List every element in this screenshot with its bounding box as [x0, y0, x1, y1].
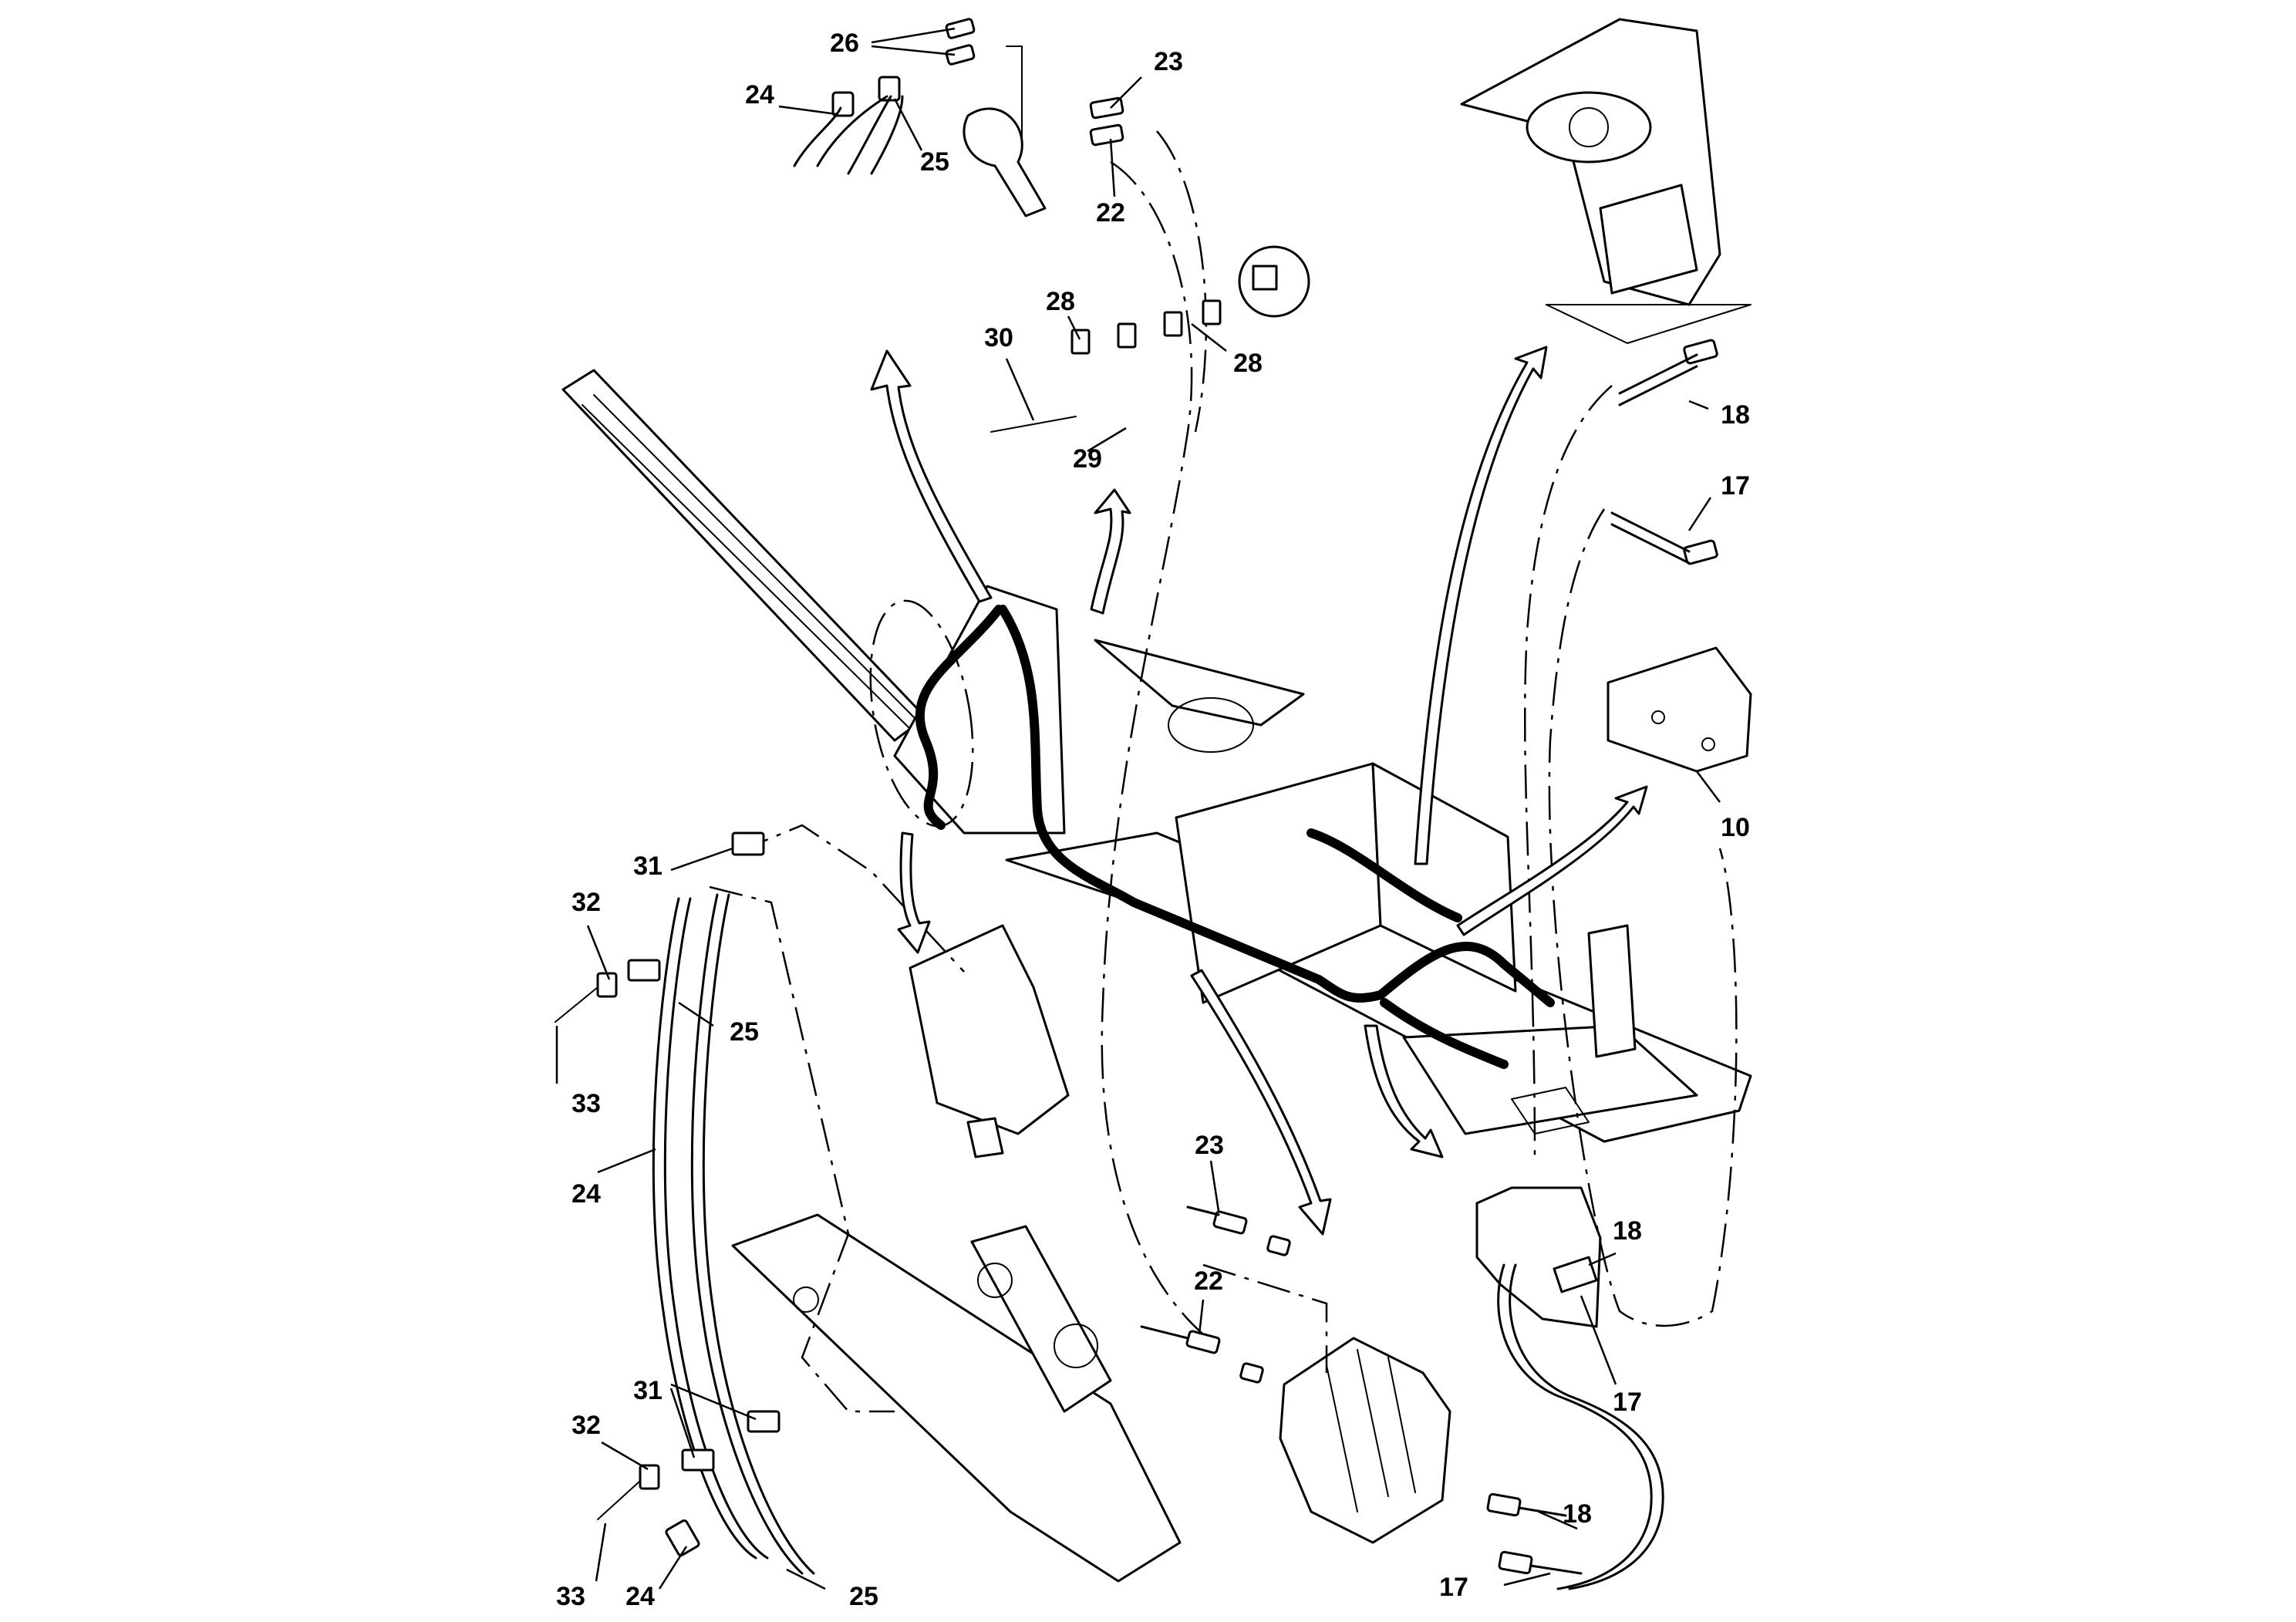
callout-31: 31: [633, 851, 663, 881]
hose-pairs: [652, 893, 1664, 1590]
flow-arrows: [870, 346, 1648, 1236]
callout-28: 28: [1233, 349, 1263, 378]
callout-33: 33: [556, 1582, 585, 1611]
callout-17: 17: [1721, 471, 1750, 501]
control-valve-10: [1607, 646, 1752, 773]
callout-31: 31: [633, 1376, 663, 1405]
callout-22: 22: [1096, 198, 1125, 228]
callout-23: 23: [1154, 47, 1183, 76]
callout-25: 25: [730, 1017, 759, 1047]
callout-32: 32: [571, 888, 601, 917]
callout-18: 18: [1721, 400, 1750, 430]
routed-hoses: [915, 605, 1555, 1069]
callout-17: 17: [1439, 1573, 1468, 1602]
callout-23: 23: [1195, 1131, 1224, 1160]
fittings: [555, 18, 1718, 1575]
callout-33: 33: [571, 1089, 601, 1118]
callout-24: 24: [745, 80, 774, 110]
callout-labels: 26 23 24 25 22 30 28 28 29 18 17 10 31 3…: [556, 29, 1750, 1611]
callout-30: 30: [984, 323, 1013, 352]
callout-24: 24: [625, 1582, 655, 1611]
dashed-routing-lines: [709, 130, 1738, 1413]
callout-17: 17: [1613, 1388, 1642, 1417]
callout-22: 22: [1194, 1266, 1223, 1296]
boom-arm: [561, 369, 1066, 835]
callout-32: 32: [571, 1411, 601, 1440]
callout-25: 25: [849, 1582, 878, 1611]
callout-26: 26: [830, 29, 859, 58]
directional-valve-bank: [1279, 1337, 1451, 1544]
callout-29: 29: [1073, 444, 1102, 474]
callout-10: 10: [1721, 813, 1750, 842]
boom-foot: [731, 924, 1182, 1583]
leader-lines: [555, 27, 1721, 1590]
callout-28: 28: [1046, 287, 1075, 316]
hydraulic-tank: [1460, 18, 1752, 344]
mounting-bracket: [1475, 1186, 1602, 1328]
callout-25: 25: [920, 147, 949, 177]
callout-18: 18: [1563, 1499, 1592, 1529]
callout-24: 24: [571, 1179, 601, 1209]
callout-18: 18: [1613, 1216, 1642, 1246]
